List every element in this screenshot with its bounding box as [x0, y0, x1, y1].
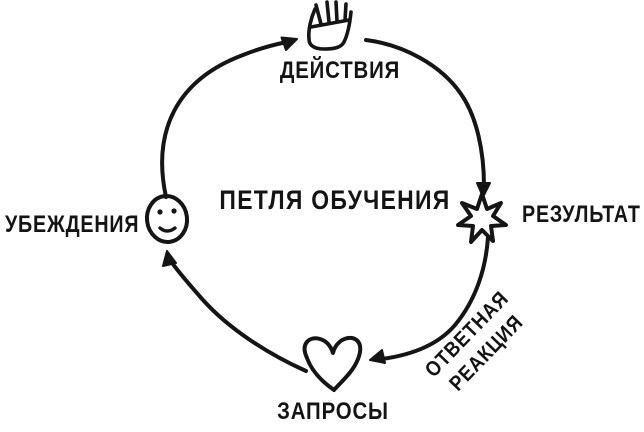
node-label-requests: ЗАПРОСЫ [277, 398, 389, 425]
burst-star-icon [456, 192, 508, 244]
node-label-actions: ДЕЙСТВИЯ [279, 57, 401, 84]
heart-icon [302, 335, 363, 392]
arrow-result-to-requests [369, 235, 490, 364]
node-label-result: РЕЗУЛЬТАТ [522, 201, 641, 228]
arrow-actions-to-result [364, 38, 491, 198]
arrow-requests-to-beliefs [162, 250, 308, 373]
hand-icon [307, 0, 353, 51]
node-label-beliefs: УБЕЖДЕНИЯ [5, 211, 140, 238]
arrow-beliefs-to-actions [160, 36, 298, 199]
smiley-icon [144, 194, 190, 244]
diagram-title: ПЕТЛЯ ОБУЧЕНИЯ [219, 185, 451, 215]
